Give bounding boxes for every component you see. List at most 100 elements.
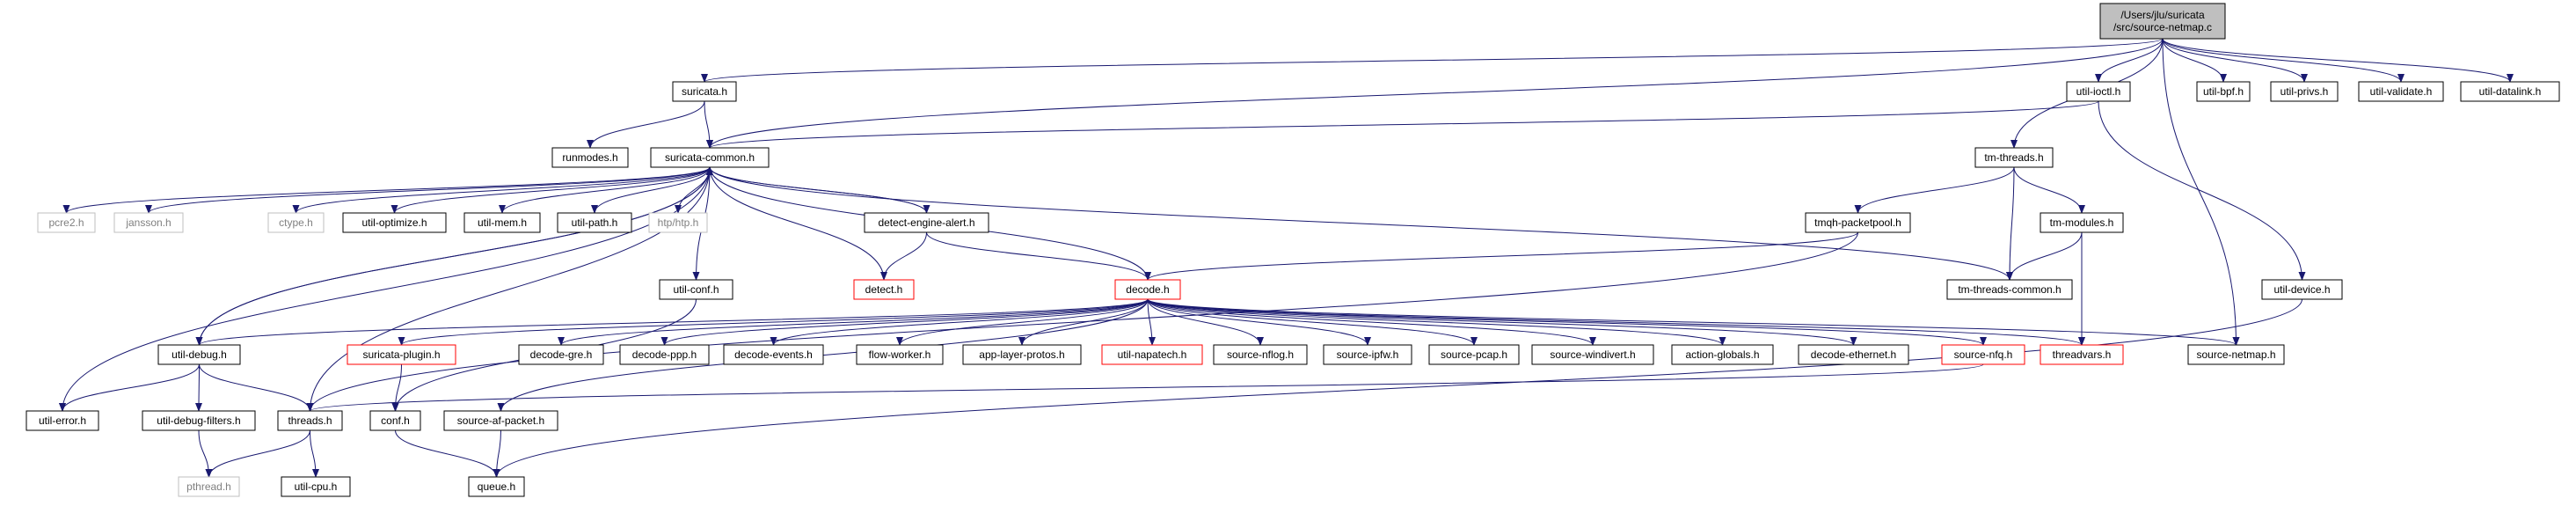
node-util-mem-h[interactable]: util-mem.h (463, 212, 541, 233)
node-root-box (2099, 3, 2226, 40)
edge-decode-h-to-source-ipfw-h (1147, 298, 1371, 346)
node-util-conf-h-box (659, 279, 733, 300)
node-source-ipfw-h[interactable]: source-ipfw.h (1323, 344, 1412, 365)
node-util-privs-h-box (2270, 81, 2339, 102)
edge-util-ioctl-h-to-suricata-common-h (706, 100, 2099, 149)
node-source-windivert-h[interactable]: source-windivert.h (1531, 344, 1654, 365)
node-flow-worker-h-label: flow-worker.h (869, 348, 931, 361)
node-source-nfq-h-box (1941, 344, 2025, 365)
node-util-debug-filters-h[interactable]: util-debug-filters.h (142, 410, 256, 431)
node-action-globals-h-label: action-globals.h (1685, 348, 1759, 361)
node-util-debug-h[interactable]: util-debug.h (157, 344, 241, 365)
node-decode-events-h-label: decode-events.h (734, 348, 813, 361)
node-queue-h[interactable]: queue.h (468, 476, 525, 497)
node-decode-ppp-h-box (619, 344, 710, 365)
node-source-af-packet-h[interactable]: source-af-packet.h (443, 410, 558, 431)
node-util-device-h[interactable]: util-device.h (2261, 279, 2343, 300)
node-util-privs-h[interactable]: util-privs.h (2270, 81, 2339, 102)
node-tmqh-packetpool-h[interactable]: tmqh-packetpool.h (1805, 212, 1911, 233)
node-source-nfq-h[interactable]: source-nfq.h (1941, 344, 2025, 365)
node-ctype-h[interactable]: ctype.h (267, 212, 325, 233)
node-util-device-h-box (2261, 279, 2343, 300)
node-util-datalink-h-box (2460, 81, 2560, 102)
edge-util-device-h-to-queue-h (493, 298, 2302, 478)
node-jansson-h[interactable]: jansson.h (113, 212, 184, 233)
node-util-privs-h-label: util-privs.h (2280, 85, 2329, 98)
node-threadvars-h[interactable]: threadvars.h (2040, 344, 2124, 365)
node-decode-h[interactable]: decode.h (1114, 279, 1181, 300)
node-source-pcap-h-box (1428, 344, 1520, 365)
node-tm-modules-h-box (2040, 212, 2124, 233)
node-source-pcap-h[interactable]: source-pcap.h (1428, 344, 1520, 365)
node-decode-gre-h-box (518, 344, 604, 365)
node-threads-h-label: threads.h (288, 414, 332, 427)
node-runmodes-h[interactable]: runmodes.h (551, 147, 629, 168)
edge-decode-h-to-source-nfq-h (1147, 298, 1987, 346)
edge-root-to-util-bpf-h (2162, 38, 2227, 83)
edge-suricata-common-h-to-util-error-h (59, 166, 711, 412)
node-util-conf-h[interactable]: util-conf.h (659, 279, 733, 300)
node-decode-events-h[interactable]: decode-events.h (723, 344, 824, 365)
node-source-nflog-h[interactable]: source-nflog.h (1213, 344, 1308, 365)
edge-decode-h-to-source-pcap-h (1147, 298, 1478, 346)
node-util-datalink-h-label: util-datalink.h (2479, 85, 2542, 98)
node-detect-engine-alert-h[interactable]: detect-engine-alert.h (864, 212, 989, 233)
node-util-error-h-label: util-error.h (39, 414, 86, 427)
node-util-cpu-h[interactable]: util-cpu.h (281, 476, 351, 497)
node-detect-h[interactable]: detect.h (853, 279, 915, 300)
node-util-path-h-label: util-path.h (572, 216, 618, 229)
node-util-validate-h-label: util-validate.h (2370, 85, 2433, 98)
node-decode-gre-h[interactable]: decode-gre.h (518, 344, 604, 365)
node-util-validate-h[interactable]: util-validate.h (2358, 81, 2444, 102)
node-source-netmap-h[interactable]: source-netmap.h (2187, 344, 2285, 365)
node-app-layer-protos-h[interactable]: app-layer-protos.h (962, 344, 1082, 365)
node-conf-h[interactable]: conf.h (369, 410, 421, 431)
node-util-bpf-h[interactable]: util-bpf.h (2196, 81, 2251, 102)
node-conf-h-label: conf.h (381, 414, 410, 427)
node-pthread-h-box (178, 476, 240, 497)
node-htp-h[interactable]: htp/htp.h (648, 212, 708, 233)
node-suricata-common-h[interactable]: suricata-common.h (650, 147, 770, 168)
node-pcre2-h[interactable]: pcre2.h (37, 212, 96, 233)
node-tm-threads-h[interactable]: tm-threads.h (1974, 147, 2054, 168)
node-util-path-h[interactable]: util-path.h (557, 212, 632, 233)
node-decode-ethernet-h-label: decode-ethernet.h (1811, 348, 1896, 361)
node-decode-h-box (1114, 279, 1181, 300)
node-util-optimize-h[interactable]: util-optimize.h (342, 212, 447, 233)
edge-root-to-util-datalink-h (2162, 38, 2514, 83)
edge-decode-h-to-action-globals-h (1147, 298, 1726, 346)
node-util-napatech-h[interactable]: util-napatech.h (1101, 344, 1203, 365)
node-suricata-plugin-h[interactable]: suricata-plugin.h (347, 344, 456, 365)
node-pthread-h[interactable]: pthread.h (178, 476, 240, 497)
edge-detect-engine-alert-h-to-suricata-common-h (706, 166, 927, 214)
node-queue-h-label: queue.h (478, 480, 515, 493)
node-source-af-packet-h-box (443, 410, 558, 431)
node-detect-engine-alert-h-label: detect-engine-alert.h (878, 216, 974, 229)
edge-source-af-packet-h-to-queue-h (493, 429, 501, 478)
node-runmodes-h-box (551, 147, 629, 168)
node-util-datalink-h[interactable]: util-datalink.h (2460, 81, 2560, 102)
node-queue-h-box (468, 476, 525, 497)
node-decode-ethernet-h[interactable]: decode-ethernet.h (1798, 344, 1909, 365)
edge-decode-h-to-threadvars-h (1147, 298, 2085, 346)
node-suricata-h[interactable]: suricata.h (672, 81, 737, 102)
node-ctype-h-box (267, 212, 325, 233)
node-tm-threads-common-h[interactable]: tm-threads-common.h (1946, 279, 2073, 300)
edge-suricata-common-h-to-tm-threads-common-h (709, 166, 2013, 281)
node-action-globals-h[interactable]: action-globals.h (1671, 344, 1774, 365)
node-htp-h-box (648, 212, 708, 233)
node-util-ioctl-h[interactable]: util-ioctl.h (2066, 81, 2131, 102)
node-root[interactable]: /Users/jlu/suricata/src/source-netmap.c (2099, 3, 2226, 40)
edge-suricata-common-h-to-ctype-h (292, 166, 711, 214)
node-util-error-h[interactable]: util-error.h (26, 410, 99, 431)
node-threads-h[interactable]: threads.h (277, 410, 343, 431)
node-threads-h-box (277, 410, 343, 431)
node-source-netmap-h-box (2187, 344, 2285, 365)
edge-source-nfq-h-to-threads-h (307, 363, 1984, 412)
node-util-debug-h-label: util-debug.h (171, 348, 227, 361)
node-tm-modules-h[interactable]: tm-modules.h (2040, 212, 2124, 233)
node-flow-worker-h[interactable]: flow-worker.h (856, 344, 944, 365)
node-decode-ppp-h[interactable]: decode-ppp.h (619, 344, 710, 365)
nodes-layer: /Users/jlu/suricata/src/source-netmap.c s… (26, 3, 2560, 497)
node-util-bpf-h-label: util-bpf.h (2203, 85, 2244, 98)
